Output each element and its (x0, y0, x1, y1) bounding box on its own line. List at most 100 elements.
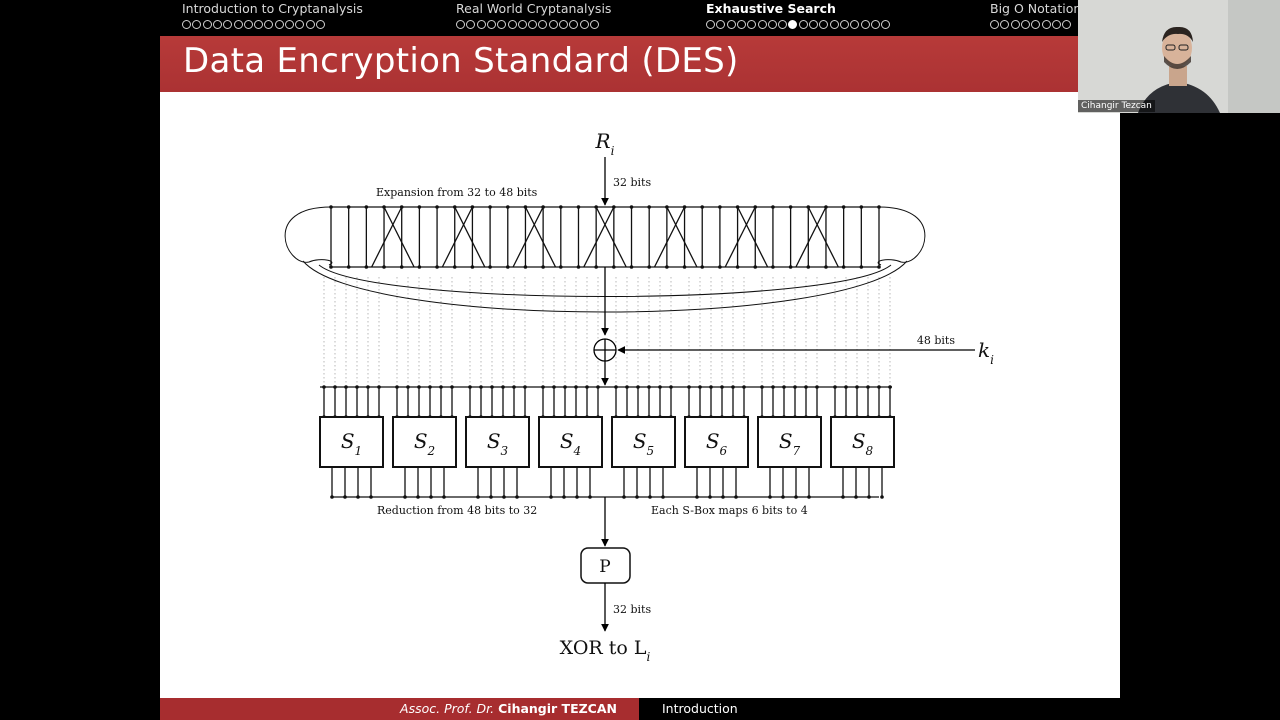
nav-frame-dot[interactable] (274, 20, 284, 29)
expansion-top-node (364, 205, 369, 209)
nav-frame-dot[interactable] (569, 20, 579, 29)
nav-frame-dot[interactable] (1020, 20, 1030, 29)
nav-frame-dot[interactable] (285, 20, 294, 29)
nav-frame-dot[interactable] (1062, 20, 1072, 29)
sbox-3-label: S3 (487, 429, 509, 458)
expansion-top-node (576, 205, 581, 209)
nav-frame-dot[interactable] (850, 20, 860, 29)
nav-frame-dot[interactable] (870, 20, 880, 29)
nav-frame-dot[interactable] (747, 20, 757, 29)
expansion-cross-wire (595, 206, 627, 268)
nav-frame-dot[interactable] (243, 20, 253, 29)
nav-frame-dot[interactable] (559, 20, 568, 29)
nav-frame-dot[interactable] (295, 20, 305, 29)
nav-frame-dot[interactable] (990, 20, 999, 29)
expansion-bottom-node (682, 265, 687, 269)
nav-frame-dot[interactable] (881, 20, 891, 29)
nav-frame-dot[interactable] (202, 20, 212, 29)
sbox-input-node (698, 385, 702, 389)
expansion-bottom-node (541, 265, 545, 269)
expansion-top-node (417, 205, 422, 209)
expansion-bottom-node (877, 265, 881, 269)
sbox-2-label: S2 (414, 429, 435, 458)
expansion-bottom-node (505, 265, 510, 269)
nav-frame-dot[interactable] (548, 20, 558, 29)
sbox-input-node (417, 385, 421, 389)
nav-frame-dot[interactable] (264, 20, 274, 29)
nav-frame-dot[interactable] (1041, 20, 1051, 29)
nav-frame-dot[interactable] (579, 20, 589, 29)
nav-frame-dot[interactable] (839, 20, 849, 29)
nav-frame-dot[interactable] (528, 20, 538, 29)
nav-frame-dot[interactable] (192, 20, 202, 29)
author-name: Cihangir TEZCAN (498, 701, 617, 716)
sbox-5-label: S5 (633, 429, 654, 458)
sbox-input-node (541, 385, 545, 389)
nav-frame-dot[interactable] (486, 20, 496, 29)
sbox-input-node (877, 385, 881, 389)
expansion-top-node (399, 205, 404, 209)
sbox-5-label-main: S (633, 429, 647, 453)
nav-frame-dot[interactable] (233, 20, 243, 29)
sbox-output-node (416, 495, 420, 499)
nav-frame-dot[interactable] (517, 20, 527, 29)
nav-frame-dot[interactable] (476, 20, 486, 29)
right-wrap-wire (877, 206, 926, 266)
nav-frame-dot[interactable] (778, 20, 788, 29)
nav-frame-dot[interactable] (757, 20, 767, 29)
sbox-input-node (804, 385, 808, 389)
nav-frame-dot[interactable] (819, 20, 829, 29)
nav-frame-dot[interactable] (860, 20, 870, 29)
sbox-input-node (596, 385, 600, 389)
sbox-6-box (684, 416, 749, 468)
sbox-output-node (343, 495, 347, 499)
sbox-input-node (866, 385, 870, 389)
nav-section-2[interactable]: Exhaustive Search (706, 1, 836, 16)
nav-frame-dot[interactable] (1031, 20, 1041, 29)
nav-frame-dot[interactable] (315, 20, 325, 29)
nav-frame-dot[interactable] (254, 20, 264, 29)
nav-frame-dot[interactable] (798, 20, 808, 29)
nav-frame-dot[interactable] (726, 20, 736, 29)
expansion-cross-wire (383, 206, 415, 268)
nav-frame-dot[interactable] (736, 20, 746, 29)
nav-frame-dot[interactable] (809, 20, 818, 29)
nav-frame-dot[interactable] (706, 20, 715, 29)
expansion-bottom-node (647, 265, 651, 269)
nav-frame-dot[interactable] (466, 20, 476, 29)
sbox-8-box (830, 416, 895, 468)
nav-frame-dot[interactable] (589, 20, 599, 29)
nav-frame-dot[interactable] (223, 20, 233, 29)
nav-frame-dot[interactable] (507, 20, 517, 29)
sbox-output-node (695, 495, 699, 499)
nav-frame-dot[interactable] (305, 20, 315, 29)
nav-frame-dot[interactable] (1000, 20, 1010, 29)
nav-frame-dot[interactable] (716, 20, 726, 29)
webcam-thumbnail[interactable]: Cihangir Tezcan (1078, 0, 1280, 113)
footer-author: Assoc. Prof. Dr. Cihangir TEZCAN (400, 701, 617, 716)
nav-frame-dot[interactable] (212, 20, 222, 29)
nav-section-0[interactable]: Introduction to Cryptanalysis (182, 1, 363, 16)
expansion-top-node (612, 205, 616, 209)
expansion-top-node (505, 205, 510, 209)
sbox-output-node (854, 495, 858, 499)
nav-frame-dot[interactable] (182, 20, 191, 29)
nav-section-3[interactable]: Big O Notation (990, 1, 1082, 16)
expansion-bottom-node (841, 265, 846, 269)
nav-frame-dot[interactable] (1051, 20, 1061, 29)
nav-section-1[interactable]: Real World Cryptanalysis (456, 1, 612, 16)
sbox-input-node (333, 385, 337, 389)
nav-frame-dot[interactable] (456, 20, 465, 29)
sbox-input-node (512, 385, 516, 389)
nav-frame-dot[interactable] (538, 20, 548, 29)
reduction-label-main: Reduction from 48 bits to 32 (377, 504, 537, 517)
nav-frame-dot[interactable] (829, 20, 839, 29)
nav-frame-dot[interactable] (1010, 20, 1020, 29)
nav-frame-dot[interactable] (767, 20, 777, 29)
flow-arrows (580, 157, 975, 632)
nav-frame-dot[interactable] (497, 20, 507, 29)
expansion-bottom-node (771, 265, 775, 269)
expansion-bottom-node (824, 265, 828, 269)
nav-frame-dot[interactable] (788, 20, 798, 29)
expansion-cross-wire (371, 206, 403, 268)
